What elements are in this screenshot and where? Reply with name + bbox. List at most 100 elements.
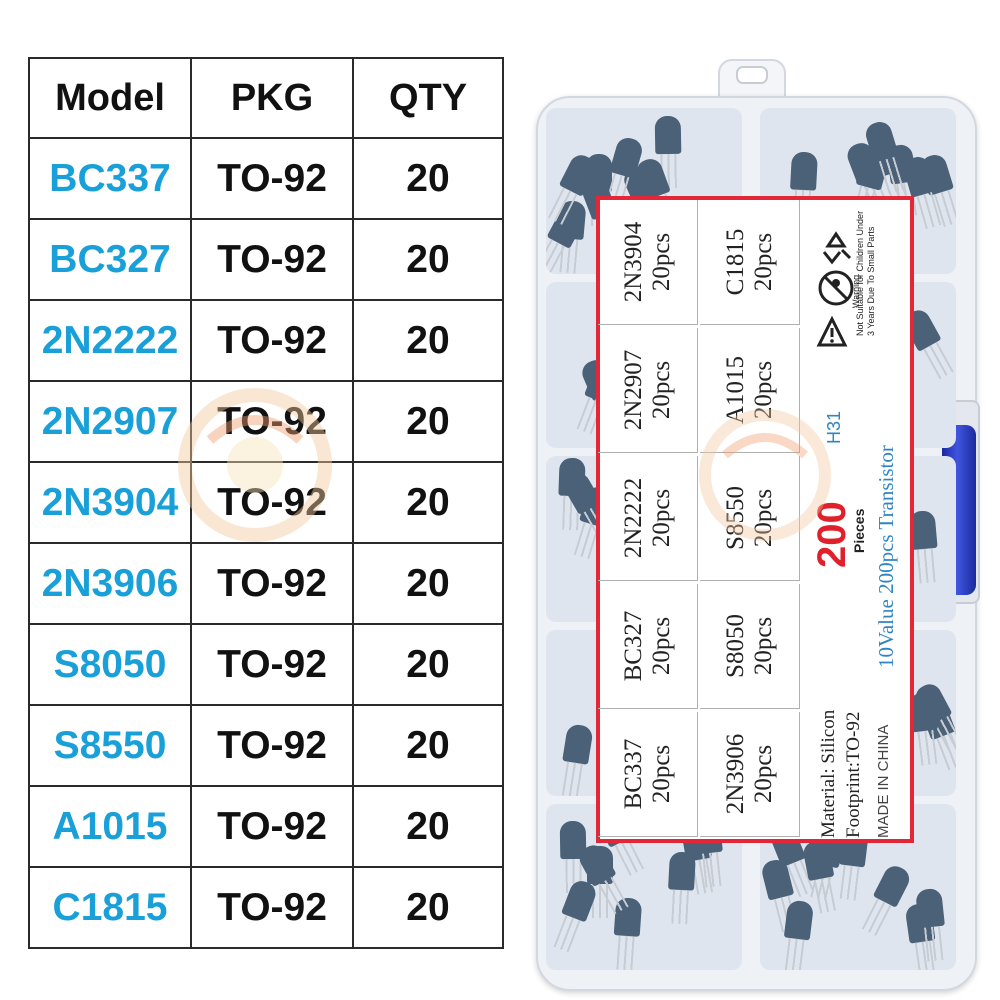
cell-pkg: TO-92 — [190, 866, 354, 949]
label-made-in: MADE IN CHINA — [875, 724, 892, 838]
label-cell-qty: 20pcs — [749, 744, 777, 804]
header-model: Model — [28, 57, 192, 139]
cell-qty: 20 — [352, 785, 504, 868]
label-cell-name: 2N3904 — [619, 221, 647, 303]
transistor — [783, 899, 815, 941]
cell-qty: 20 — [352, 299, 504, 382]
transistor — [872, 862, 914, 908]
cell-pkg: TO-92 — [190, 542, 354, 625]
cell-qty: 20 — [352, 137, 504, 220]
label-cell-name: A1015 — [721, 355, 749, 425]
cell-qty: 20 — [352, 704, 504, 787]
cell-qty: 20 — [352, 623, 504, 706]
transistor — [668, 851, 696, 891]
no-children-icon — [818, 270, 854, 306]
cell-qty: 20 — [352, 461, 504, 544]
cell-pkg: TO-92 — [190, 299, 354, 382]
warning-triangle-icon — [816, 316, 848, 347]
label-cell-qty: 20pcs — [749, 232, 777, 292]
transistor — [562, 723, 594, 765]
label-child-warning: Not Suitable for Children Under 3 Years … — [855, 211, 877, 336]
label-cell-qty: 20pcs — [647, 488, 675, 548]
cell-model: S8050 — [28, 623, 192, 706]
cell-model: 2N3904 — [28, 461, 192, 544]
table-header-row: Model PKG QTY — [28, 57, 504, 139]
header-pkg: PKG — [190, 57, 354, 139]
label-cell-qty: 20pcs — [749, 360, 777, 420]
label-cell-qty: 20pcs — [647, 232, 675, 292]
label-cell-name: 2N2222 — [619, 477, 647, 559]
cell-pkg: TO-92 — [190, 137, 354, 220]
label-cell-name: BC337 — [619, 738, 647, 810]
label-cell-name: C1815 — [721, 228, 749, 296]
label-material: Material: Silicon — [818, 709, 839, 838]
transistor — [915, 887, 945, 929]
label-footprint: Footprint:TO-92 — [843, 711, 864, 838]
label-cell-name: 2N2907 — [619, 349, 647, 431]
label-count-unit: Pieces — [851, 508, 867, 553]
cell-qty: 20 — [352, 866, 504, 949]
cell-model: A1015 — [28, 785, 192, 868]
cell-model: S8550 — [28, 704, 192, 787]
cell-pkg: TO-92 — [190, 785, 354, 868]
label-title: 10Value 200pcs Transistor — [874, 445, 898, 668]
label-cell-qty: 20pcs — [647, 616, 675, 676]
cell-model: 2N2907 — [28, 380, 192, 463]
cell-pkg: TO-92 — [190, 704, 354, 787]
cell-qty: 20 — [352, 380, 504, 463]
box-hang-hole — [736, 66, 768, 84]
label-child-warning-line1: Not Suitable for Children Under — [855, 210, 865, 336]
label-cell-qty: 20pcs — [647, 744, 675, 804]
cell-model: 2N3906 — [28, 542, 192, 625]
transistor — [790, 151, 818, 191]
label-code: H31 — [824, 410, 844, 444]
label-count: 200 — [810, 501, 854, 568]
label-cell-qty: 20pcs — [749, 488, 777, 548]
cell-qty: 20 — [352, 542, 504, 625]
label-cell-name: S8550 — [721, 486, 749, 550]
cell-model: C1815 — [28, 866, 192, 949]
label-cell-name: BC327 — [619, 610, 647, 682]
cell-model: 2N2222 — [28, 299, 192, 382]
cell-model: BC337 — [28, 137, 192, 220]
cell-pkg: TO-92 — [190, 461, 354, 544]
cell-pkg: TO-92 — [190, 623, 354, 706]
transistor — [654, 115, 682, 155]
header-qty: QTY — [352, 57, 504, 139]
label-cell-qty: 20pcs — [647, 360, 675, 420]
label-child-warning-line2: 3 Years Due To Small Parts — [866, 226, 876, 336]
cell-pkg: TO-92 — [190, 218, 354, 301]
label-cell-qty: 20pcs — [749, 616, 777, 676]
recycle-icon — [822, 231, 852, 265]
cell-model: BC327 — [28, 218, 192, 301]
